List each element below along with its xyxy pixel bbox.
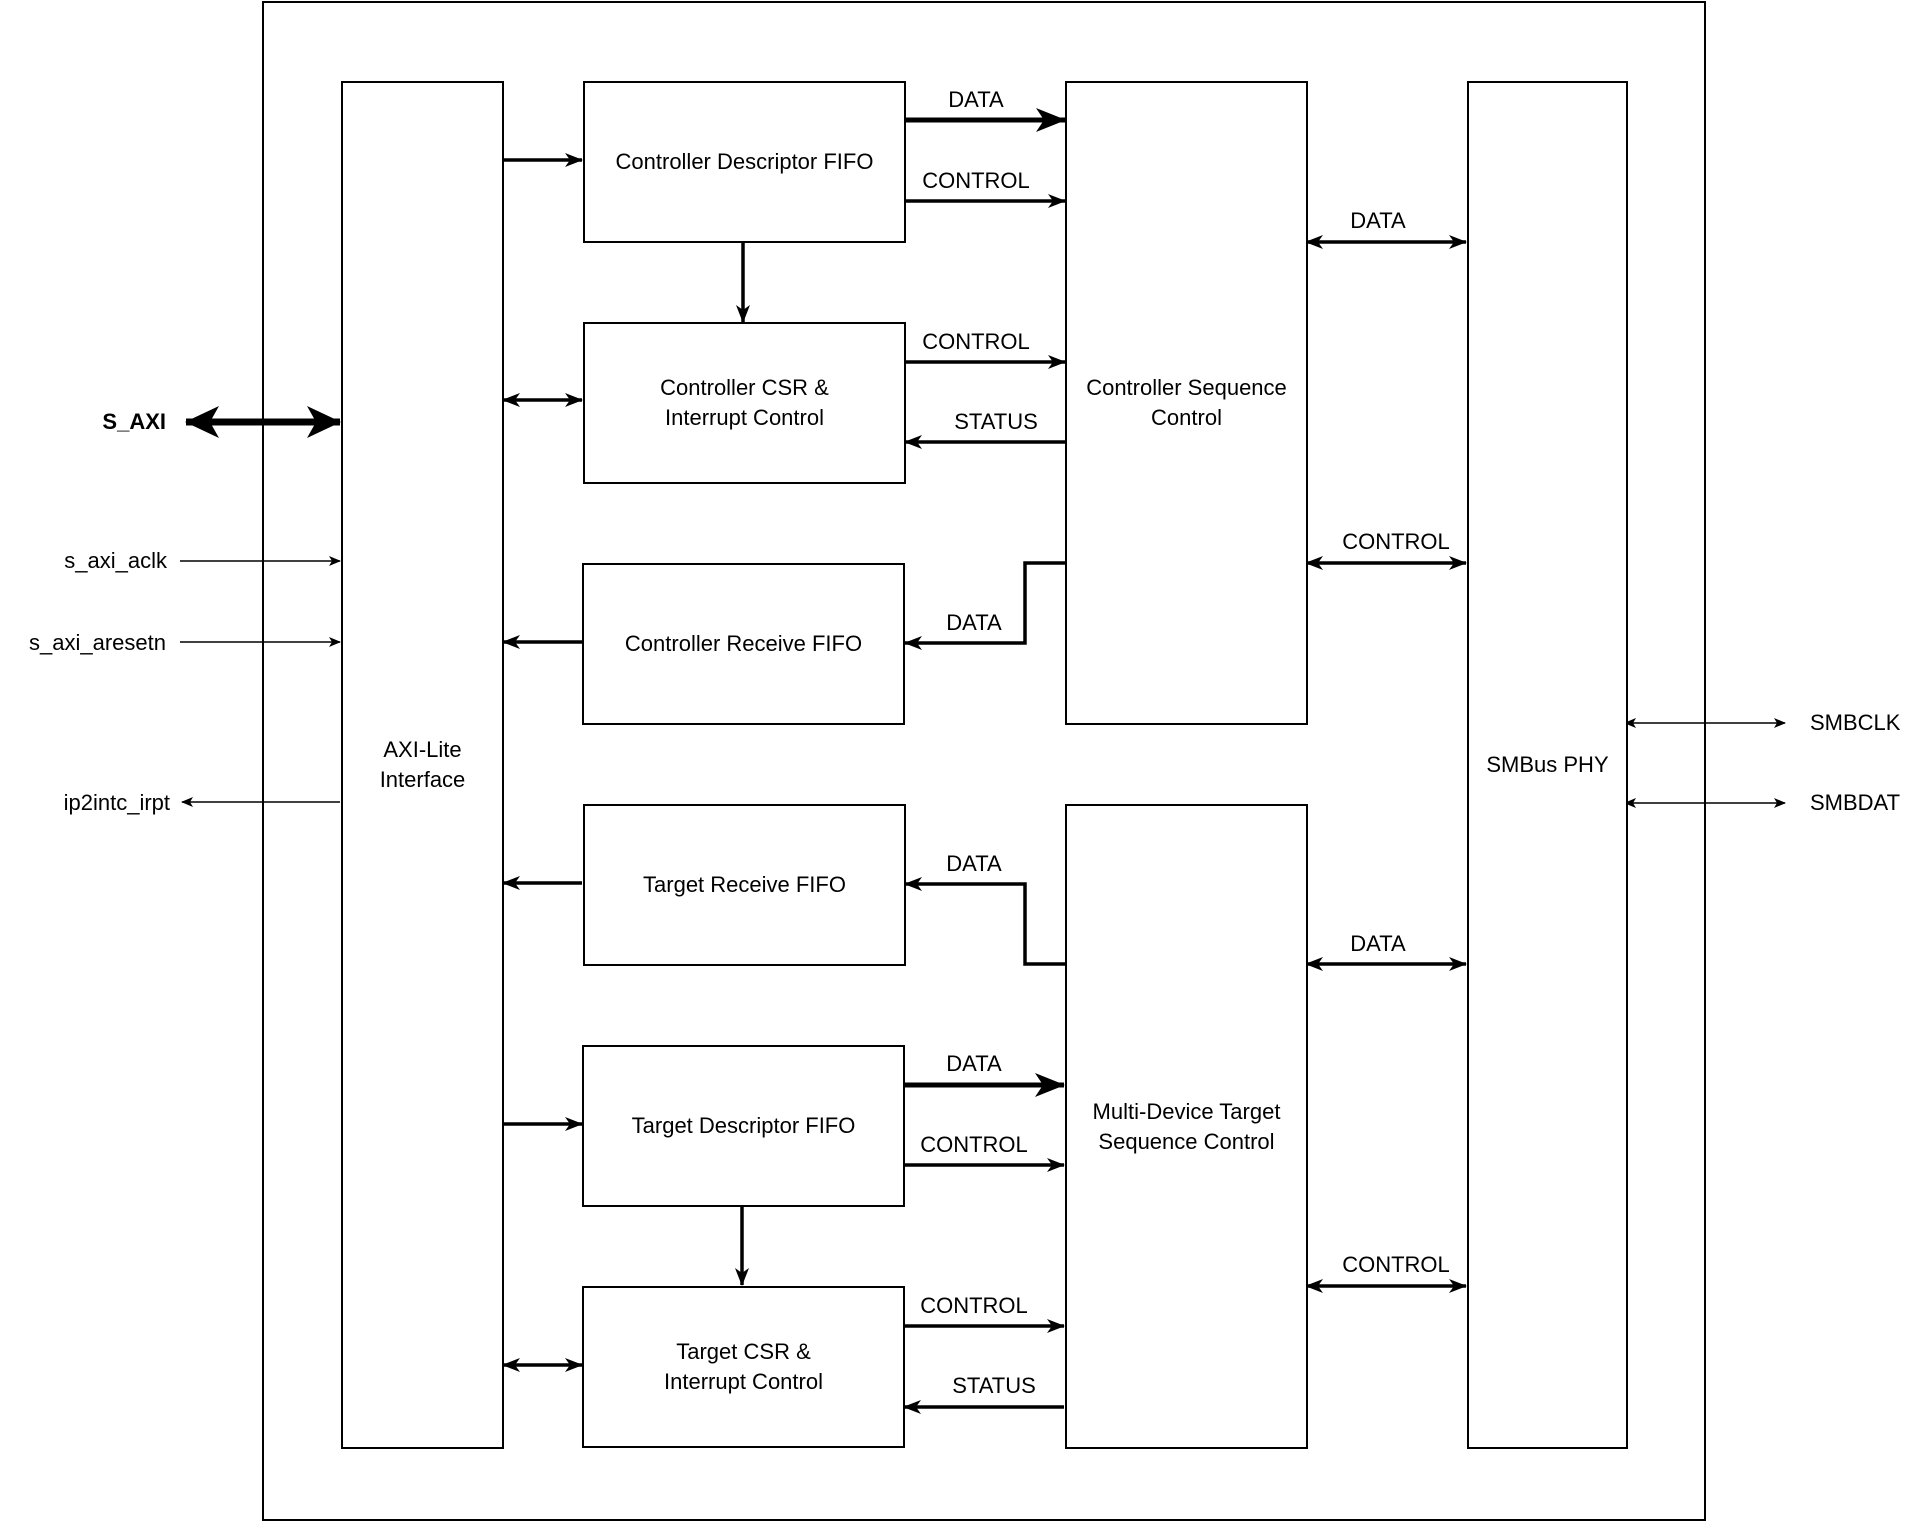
signal-cphy-control-label: CONTROL	[1342, 529, 1450, 555]
port-s-axi-aclk-label: s_axi_aclk	[64, 548, 167, 574]
signal-tphy-data-label: DATA	[1350, 931, 1406, 957]
port-ip2intc-irpt-label: ip2intc_irpt	[63, 790, 170, 816]
axi-lite-interface-block: AXI-Lite Interface	[341, 81, 504, 1449]
signal-tcsr-control-label: CONTROL	[920, 1293, 1028, 1319]
signal-cdf-data-label: DATA	[948, 87, 1004, 113]
smbus-phy-block: SMBus PHY	[1467, 81, 1628, 1449]
signal-cdf-control-label: CONTROL	[922, 168, 1030, 194]
signal-cphy-data-label: DATA	[1350, 208, 1406, 234]
signal-trx-data-label: DATA	[946, 851, 1002, 877]
controller-csr-block: Controller CSR & Interrupt Control	[583, 322, 906, 484]
signal-ccsr-control-label: CONTROL	[922, 329, 1030, 355]
port-smbclk-label: SMBCLK	[1810, 710, 1901, 736]
target-csr-block: Target CSR & Interrupt Control	[582, 1286, 905, 1448]
trx-data-arrow	[904, 877, 1065, 966]
port-smbdat-label: SMBDAT	[1810, 790, 1901, 816]
target-descriptor-fifo-block: Target Descriptor FIFO	[582, 1045, 905, 1207]
controller-sequence-control-block: Controller Sequence Control	[1065, 81, 1308, 725]
ip-core-boundary	[262, 1, 1706, 1521]
signal-tcsr-status-label: STATUS	[952, 1373, 1036, 1399]
port-s-axi-label: S_AXI	[102, 409, 166, 435]
signal-tphy-control-label: CONTROL	[1342, 1252, 1450, 1278]
signal-tdf-data-label: DATA	[946, 1051, 1002, 1077]
signal-ccsr-status-label: STATUS	[954, 409, 1038, 435]
signal-crx-data-label: DATA	[946, 610, 1002, 636]
crx-data-arrow	[904, 561, 1065, 650]
target-sequence-control-block: Multi-Device Target Sequence Control	[1065, 804, 1308, 1449]
controller-receive-fifo-block: Controller Receive FIFO	[582, 563, 905, 725]
target-receive-fifo-block: Target Receive FIFO	[583, 804, 906, 966]
signal-tdf-control-label: CONTROL	[920, 1132, 1028, 1158]
port-s-axi-aresetn-label: s_axi_aresetn	[29, 630, 166, 656]
controller-descriptor-fifo-block: Controller Descriptor FIFO	[583, 81, 906, 243]
